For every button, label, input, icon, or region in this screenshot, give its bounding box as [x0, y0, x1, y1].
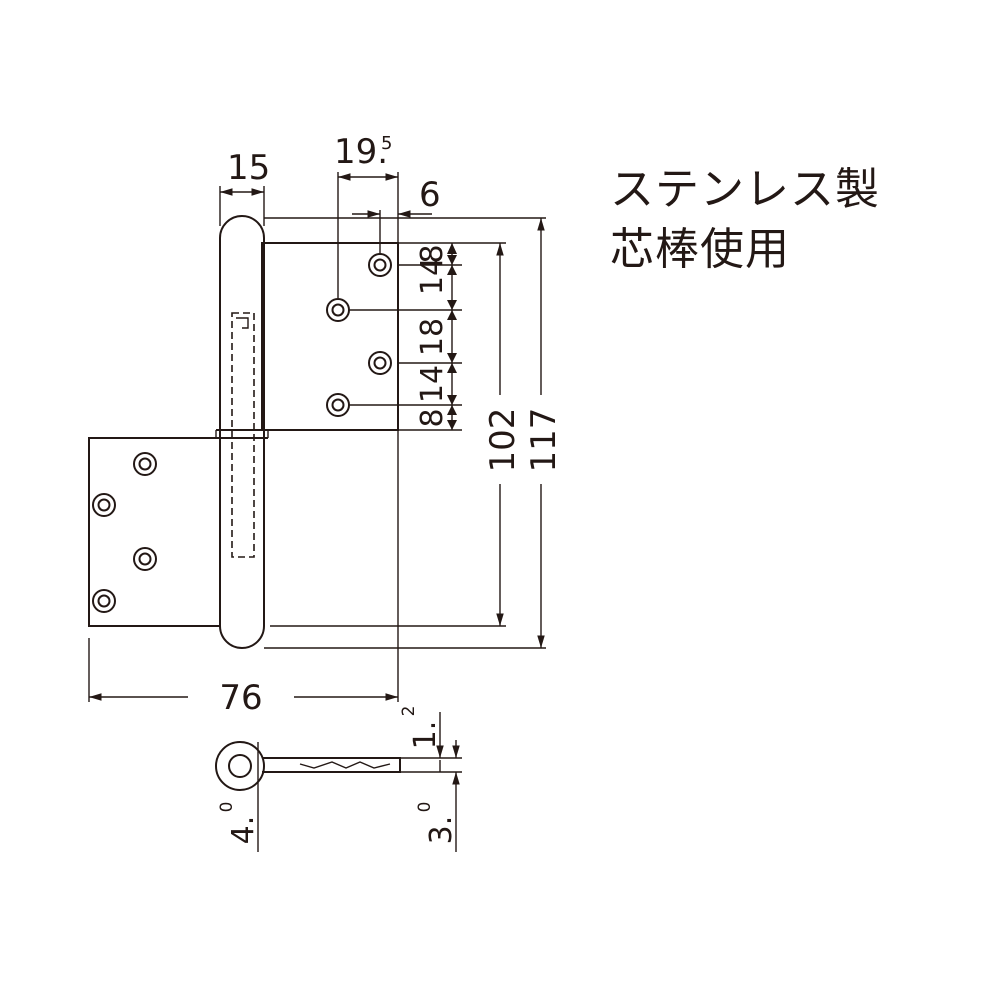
dim-thickness-sup: 2	[399, 706, 419, 717]
dim-spacing-14a: 14	[415, 257, 450, 295]
dim-pin-diameter-sup: 0	[217, 802, 237, 813]
core-pin-hidden	[231, 312, 255, 558]
dim-height-total: 117	[524, 408, 564, 473]
material-note-stainless: ステンレス製	[610, 164, 880, 215]
dim-leaf-width: 15	[227, 148, 270, 188]
dimension-lines	[88, 172, 546, 702]
dim-hole-offset-sup: 5	[381, 133, 392, 154]
dim-pin-diameter: 4.	[226, 816, 261, 845]
dim-spacing-18: 18	[415, 318, 450, 356]
dim-knuckle-sup: 0	[415, 802, 435, 813]
dim-hole-edge: 6	[419, 175, 441, 215]
hinge-top-view	[215, 712, 462, 852]
material-note-core-pin: 芯棒使用	[610, 224, 790, 275]
knuckle-barrel	[219, 215, 265, 649]
screw-holes-upper	[326, 253, 392, 417]
dim-spacing-14b: 14	[415, 365, 450, 403]
upper-leaf	[261, 242, 399, 431]
dim-knuckle: 3.	[424, 816, 459, 845]
dim-thickness: 1.	[408, 721, 443, 750]
dim-hole-offset: 19.	[334, 132, 388, 172]
dim-spacing-8a: 8	[415, 244, 450, 263]
dim-spacing-8b: 8	[415, 408, 450, 427]
hinge-front-view	[88, 215, 399, 649]
dim-overall-width: 76	[219, 678, 262, 718]
screw-holes-lower	[92, 452, 157, 613]
dim-height-leaf: 102	[483, 408, 523, 473]
